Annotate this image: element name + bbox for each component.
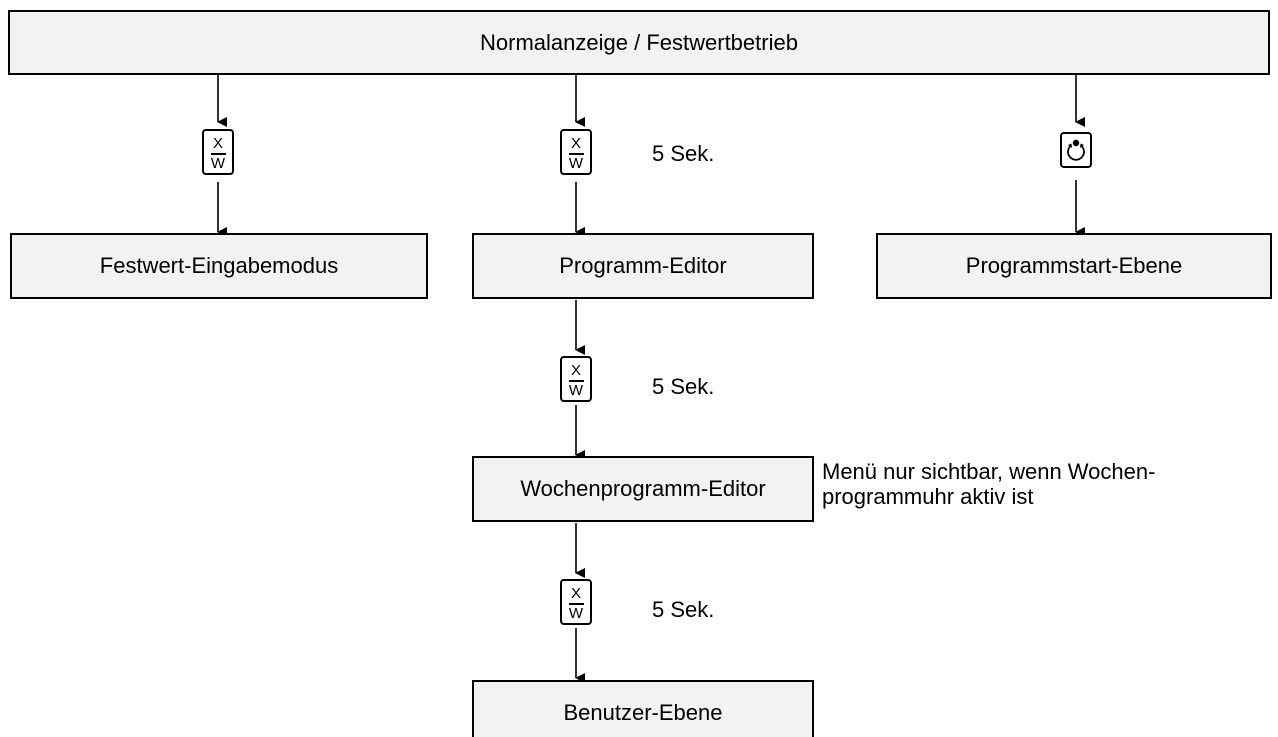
node-festwert-eingabemodus: Festwert-Eingabemodus — [10, 233, 428, 299]
node-festwert-eingabemodus-label: Festwert-Eingabemodus — [99, 253, 339, 278]
node-programm-editor-label: Programm-Editor — [559, 253, 727, 278]
program-start-icon — [1060, 132, 1092, 168]
node-benutzer-ebene-label: Benutzer-Ebene — [563, 700, 723, 725]
node-programmstart-ebene-label: Programmstart-Ebene — [965, 253, 1183, 278]
xw-key-bottom: W — [568, 154, 584, 172]
xw-key-icon: X W — [560, 356, 592, 402]
xw-key-bottom: W — [568, 381, 584, 399]
visibility-note: Menü nur sichtbar, wenn Wochen- programm… — [822, 459, 1156, 509]
duration-label: 5 Sek. — [652, 597, 715, 622]
node-normalanzeige: Normalanzeige / Festwertbetrieb — [8, 10, 1270, 75]
xw-key-top: X — [570, 135, 581, 152]
duration-label: 5 Sek. — [652, 374, 715, 399]
node-wochenprogramm-editor-label: Wochenprogramm-Editor — [520, 476, 766, 501]
duration-label: 5 Sek. — [652, 141, 715, 166]
xw-key-top: X — [570, 362, 581, 379]
xw-key-bottom: W — [210, 154, 226, 172]
xw-key-icon: X W — [560, 579, 592, 625]
xw-key-top: X — [570, 585, 581, 602]
node-programm-editor: Programm-Editor — [472, 233, 814, 299]
xw-key-bottom: W — [568, 604, 584, 622]
node-wochenprogramm-editor: Wochenprogramm-Editor — [472, 456, 814, 522]
node-programmstart-ebene: Programmstart-Ebene — [876, 233, 1272, 299]
xw-key-top: X — [212, 135, 223, 152]
node-benutzer-ebene: Benutzer-Ebene — [472, 680, 814, 737]
node-normalanzeige-label: Normalanzeige / Festwertbetrieb — [480, 29, 798, 55]
xw-key-icon: X W — [202, 129, 234, 175]
xw-key-icon: X W — [560, 129, 592, 175]
